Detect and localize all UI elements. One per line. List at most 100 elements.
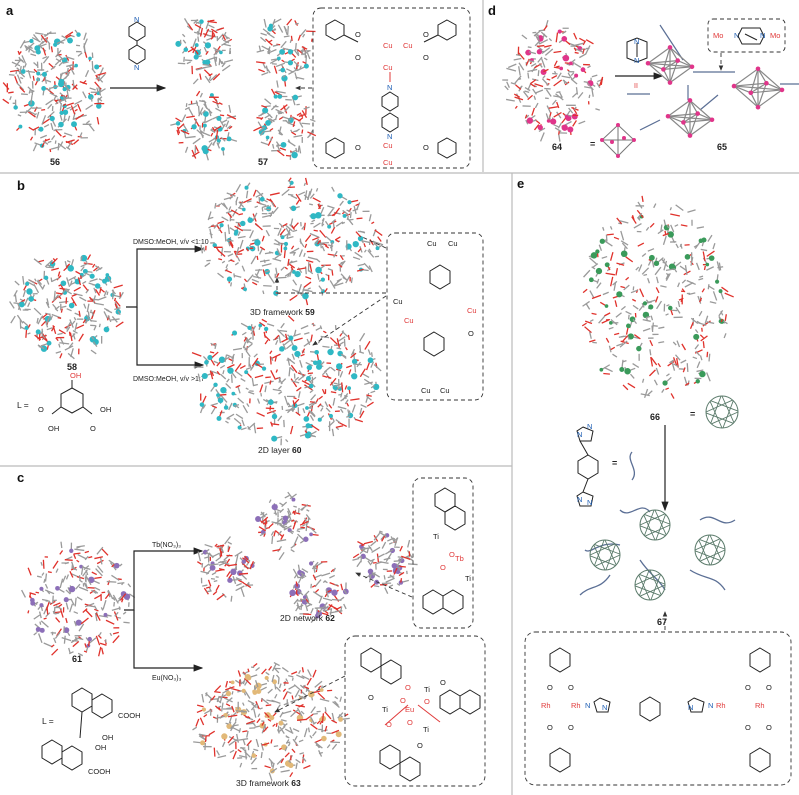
bond bbox=[271, 353, 281, 359]
edge bbox=[689, 119, 713, 137]
linker-chain bbox=[639, 559, 666, 591]
bond bbox=[603, 366, 613, 373]
bond bbox=[604, 240, 613, 247]
bond bbox=[248, 363, 252, 369]
bond bbox=[291, 58, 295, 62]
bond bbox=[679, 265, 688, 272]
bond bbox=[77, 553, 87, 560]
svg-text:O: O bbox=[440, 563, 446, 572]
bond bbox=[327, 208, 334, 217]
bond bbox=[706, 351, 709, 358]
bond bbox=[284, 333, 288, 341]
bond bbox=[68, 331, 71, 337]
bond bbox=[636, 209, 644, 219]
bond bbox=[680, 290, 686, 293]
bond bbox=[221, 741, 226, 748]
bond bbox=[98, 86, 102, 96]
metal-atom bbox=[375, 246, 380, 251]
bond bbox=[309, 414, 315, 421]
bond bbox=[200, 244, 204, 254]
network-structure-67 bbox=[579, 507, 736, 601]
bond bbox=[290, 544, 296, 549]
bond bbox=[186, 135, 196, 139]
svg-text:O: O bbox=[424, 697, 430, 706]
bond bbox=[84, 70, 90, 78]
bond bbox=[279, 522, 286, 530]
bond bbox=[707, 285, 715, 291]
bond bbox=[271, 699, 281, 704]
metal-atom bbox=[620, 250, 628, 258]
bond bbox=[105, 619, 115, 625]
bond bbox=[342, 209, 349, 216]
bond bbox=[278, 335, 282, 344]
bond bbox=[332, 567, 336, 573]
bond bbox=[297, 533, 304, 541]
bond bbox=[193, 118, 200, 127]
metal-atom bbox=[327, 224, 332, 229]
bond bbox=[323, 608, 332, 612]
bond bbox=[10, 315, 16, 324]
bond bbox=[215, 129, 219, 140]
bond bbox=[240, 746, 247, 752]
bond bbox=[113, 297, 117, 302]
bond bbox=[545, 89, 552, 97]
bond bbox=[197, 36, 200, 42]
bond bbox=[226, 239, 234, 242]
bond bbox=[527, 46, 532, 49]
bond bbox=[553, 111, 562, 118]
bond bbox=[331, 729, 340, 734]
bond bbox=[289, 366, 295, 372]
bond bbox=[46, 298, 50, 306]
metal-atom bbox=[209, 564, 216, 571]
bond bbox=[256, 412, 265, 417]
bond bbox=[122, 611, 127, 615]
bond bbox=[673, 363, 679, 368]
bond bbox=[290, 194, 298, 200]
bond bbox=[674, 224, 679, 227]
metal-atom bbox=[103, 612, 108, 617]
bond bbox=[274, 668, 280, 674]
bond bbox=[284, 746, 288, 752]
bond bbox=[545, 113, 549, 120]
bond bbox=[620, 230, 625, 241]
bond bbox=[57, 142, 67, 150]
cage-edge bbox=[634, 585, 661, 597]
bond bbox=[76, 575, 85, 580]
bond bbox=[64, 345, 74, 351]
bond bbox=[207, 20, 217, 24]
bond bbox=[290, 709, 299, 718]
bond bbox=[352, 553, 360, 559]
bond bbox=[282, 116, 292, 121]
metal-atom bbox=[38, 126, 44, 132]
bond bbox=[298, 249, 303, 257]
bond bbox=[379, 530, 383, 533]
bond bbox=[295, 758, 301, 764]
bond bbox=[235, 184, 242, 193]
bond bbox=[641, 252, 647, 257]
bond bbox=[211, 28, 218, 34]
bond bbox=[221, 64, 231, 72]
metal-atom bbox=[39, 586, 44, 591]
bond bbox=[197, 105, 200, 115]
bond bbox=[14, 280, 20, 286]
bond bbox=[284, 106, 290, 112]
bond bbox=[307, 727, 311, 733]
bond bbox=[293, 536, 299, 546]
panel-label-a: a bbox=[6, 3, 14, 18]
bond bbox=[230, 374, 233, 383]
bond bbox=[25, 70, 36, 74]
bond bbox=[604, 312, 611, 317]
bond bbox=[240, 378, 246, 382]
bond bbox=[56, 53, 65, 61]
bond bbox=[293, 598, 299, 605]
bond bbox=[228, 125, 233, 130]
metal-atom bbox=[398, 580, 404, 585]
compound-label-56: 56 bbox=[50, 157, 60, 167]
bond bbox=[506, 81, 510, 88]
bond bbox=[292, 728, 300, 733]
bond bbox=[89, 589, 96, 594]
metal-atom bbox=[261, 366, 267, 371]
bond bbox=[313, 566, 318, 571]
svg-text:O: O bbox=[417, 741, 423, 750]
bond bbox=[66, 67, 69, 75]
